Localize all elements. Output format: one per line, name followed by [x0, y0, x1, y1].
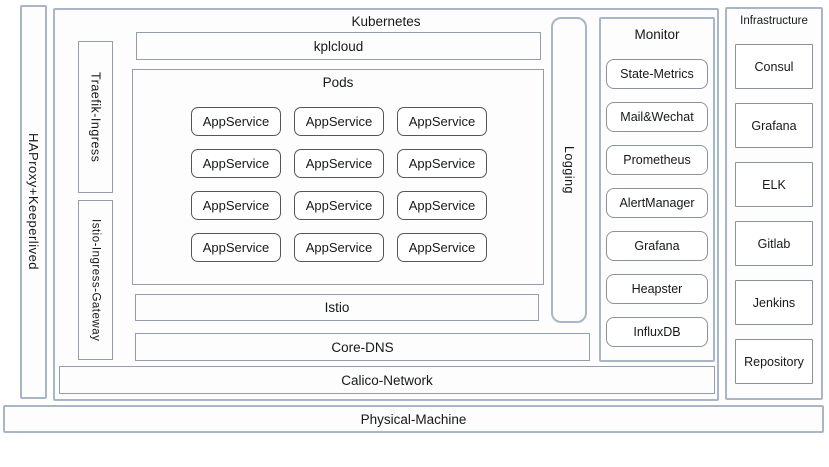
- logging-label: Logging: [562, 146, 576, 194]
- kplcloud-bar: kplcloud: [136, 32, 541, 60]
- infrastructure-item: Grafana: [735, 103, 813, 148]
- infrastructure-item: Gitlab: [735, 221, 813, 266]
- istio-ingress-gateway-box: Istio-Ingress-Gateway: [78, 200, 113, 360]
- app-service-box: AppService: [294, 107, 384, 136]
- infrastructure-title: Infrastructure: [740, 15, 808, 27]
- physical-machine-bar: Physical-Machine: [3, 405, 824, 433]
- traefik-ingress-box: Traefik-Ingress: [78, 41, 113, 193]
- infrastructure-item: Repository: [735, 339, 813, 384]
- kubernetes-box: Kubernetes Traefik-Ingress Istio-Ingress…: [53, 8, 719, 401]
- monitor-title: Monitor: [634, 27, 680, 42]
- app-service-box: AppService: [397, 191, 487, 220]
- logging-bar: Logging: [551, 17, 587, 323]
- app-service-box: AppService: [294, 191, 384, 220]
- app-service-box: AppService: [191, 191, 281, 220]
- monitor-item: Mail&Wechat: [606, 102, 708, 132]
- pods-title: Pods: [322, 75, 354, 90]
- monitor-item: State-Metrics: [606, 59, 708, 89]
- infrastructure-item: Jenkins: [735, 280, 813, 325]
- kubernetes-title: Kubernetes: [351, 14, 421, 29]
- haproxy-keepalived-bar: HAProxy+Keeperlived: [20, 5, 47, 399]
- istio-bar: Istio: [135, 294, 539, 321]
- monitor-item: Heapster: [606, 274, 708, 304]
- app-service-box: AppService: [191, 149, 281, 178]
- app-service-box: AppService: [294, 233, 384, 262]
- calico-network-bar: Calico-Network: [59, 366, 715, 394]
- monitor-item: AlertManager: [606, 188, 708, 218]
- haproxy-keepalived-label: HAProxy+Keeperlived: [26, 133, 41, 271]
- monitor-item: Grafana: [606, 231, 708, 261]
- core-dns-bar: Core-DNS: [135, 333, 590, 361]
- app-service-box: AppService: [191, 233, 281, 262]
- monitor-item: Prometheus: [606, 145, 708, 175]
- app-service-box: AppService: [191, 107, 281, 136]
- traefik-ingress-label: Traefik-Ingress: [88, 71, 103, 163]
- istio-ingress-gateway-label: Istio-Ingress-Gateway: [89, 218, 102, 342]
- app-service-box: AppService: [397, 107, 487, 136]
- infrastructure-item: Consul: [735, 44, 813, 89]
- app-service-box: AppService: [397, 233, 487, 262]
- app-service-box: AppService: [397, 149, 487, 178]
- infrastructure-item: ELK: [735, 162, 813, 207]
- monitor-item: InfluxDB: [606, 317, 708, 347]
- app-service-box: AppService: [294, 149, 384, 178]
